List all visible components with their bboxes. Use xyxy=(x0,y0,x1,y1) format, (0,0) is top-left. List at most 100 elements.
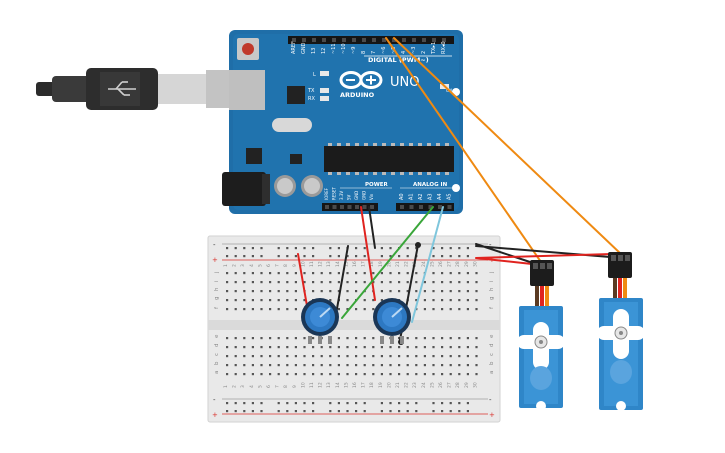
column-label: 4 xyxy=(249,264,255,267)
column-label: 13 xyxy=(326,382,332,388)
digital-pin-label: 4 xyxy=(401,51,407,54)
digital-header[interactable] xyxy=(288,36,454,44)
column-label: 20 xyxy=(386,261,392,267)
power-pin-label: 5V xyxy=(347,194,352,200)
column-label: 22 xyxy=(404,382,410,388)
analog-header[interactable] xyxy=(396,203,454,211)
column-label: 6 xyxy=(266,264,272,267)
column-label: 8 xyxy=(283,385,289,388)
column-label: 21 xyxy=(395,382,401,388)
column-label: 17 xyxy=(361,261,367,267)
digital-pin-label: ~3 xyxy=(411,47,417,54)
dc-jack xyxy=(222,172,270,206)
svg-text:+: + xyxy=(489,411,495,419)
digital-pin-label: 2 xyxy=(421,51,427,54)
row-label: b xyxy=(214,361,220,365)
column-label: 18 xyxy=(369,382,375,388)
row-label: g xyxy=(214,297,220,301)
column-label: 15 xyxy=(343,382,349,388)
row-label: c xyxy=(214,353,220,356)
column-label: 16 xyxy=(352,261,358,267)
wire-red-servo-vcc[interactable] xyxy=(475,253,613,265)
model-name: UNO xyxy=(390,75,419,90)
wire-black-pot1[interactable] xyxy=(334,245,349,321)
row-label: g xyxy=(489,297,495,301)
arduino-logo-icon xyxy=(339,71,383,89)
analog-pin-label: A5 xyxy=(447,193,453,200)
column-label: 27 xyxy=(447,261,453,267)
wire-red-5v[interactable] xyxy=(360,206,376,301)
analog-label: ANALOG IN xyxy=(413,182,448,188)
analog-pin-label: A0 xyxy=(399,193,405,200)
wire-orange-servo2[interactable] xyxy=(393,37,623,256)
row-label: d xyxy=(489,344,495,348)
column-label: 9 xyxy=(292,264,298,267)
digital-pin-label: 8 xyxy=(361,51,367,54)
column-label: 21 xyxy=(395,261,401,267)
power-pin-label: 3.3V xyxy=(339,191,344,200)
column-label: 15 xyxy=(343,261,349,267)
digital-pin-label: ~9 xyxy=(351,47,357,54)
power-pin-label: IOREF xyxy=(324,187,329,200)
analog-pin-label: A2 xyxy=(418,193,424,200)
digital-pin-label: ~10 xyxy=(341,43,347,54)
column-label: 2 xyxy=(232,385,238,388)
row-label: f xyxy=(214,306,220,309)
column-label: 10 xyxy=(300,382,306,388)
column-label: 13 xyxy=(326,261,332,267)
servo-1[interactable] xyxy=(517,260,565,411)
column-label: 7 xyxy=(275,385,281,388)
svg-text:L: L xyxy=(313,72,316,78)
digital-pin-label: 7 xyxy=(371,51,377,54)
column-label: 4 xyxy=(249,385,255,388)
column-label: 30 xyxy=(472,382,478,388)
row-label: h xyxy=(489,287,495,291)
column-label: 11 xyxy=(309,261,315,267)
brand-name: ARDUINO xyxy=(340,91,375,99)
usb-cable[interactable] xyxy=(36,68,236,110)
row-label: h xyxy=(214,287,220,291)
column-label: 29 xyxy=(464,382,470,388)
column-label: 16 xyxy=(352,382,358,388)
digital-pin-label: AREF xyxy=(291,41,297,54)
wire-black-gnd[interactable] xyxy=(368,206,376,249)
column-label: 28 xyxy=(455,261,461,267)
column-label: 7 xyxy=(275,264,281,267)
column-label: 1 xyxy=(223,264,229,267)
column-label: 14 xyxy=(335,261,341,267)
servo-2[interactable] xyxy=(597,252,645,411)
column-label: 24 xyxy=(421,261,427,267)
column-label: 28 xyxy=(455,382,461,388)
wire-orange-servo1[interactable] xyxy=(385,37,542,263)
column-label: 27 xyxy=(447,382,453,388)
reset-button[interactable] xyxy=(237,38,259,60)
row-label: e xyxy=(489,334,495,338)
column-label: 8 xyxy=(283,264,289,267)
digital-pin-label: 12 xyxy=(321,48,327,54)
svg-text:-: - xyxy=(213,396,216,404)
digital-pin-label: ~6 xyxy=(381,47,387,54)
usb-socket xyxy=(229,70,265,110)
column-label: 17 xyxy=(361,382,367,388)
breadboard[interactable]: - + - + - + - + 112233445566778899101011… xyxy=(207,235,501,423)
analog-pin-label: A4 xyxy=(437,193,443,200)
potentiometer-1[interactable] xyxy=(301,298,339,344)
svg-text:+: + xyxy=(212,411,218,419)
row-label: f xyxy=(489,306,495,309)
row-label: a xyxy=(214,371,220,374)
column-label: 5 xyxy=(257,385,263,388)
svg-text:-: - xyxy=(489,396,492,404)
wire-green-a3[interactable] xyxy=(341,206,434,319)
column-label: 25 xyxy=(429,261,435,267)
column-label: 1 xyxy=(223,385,229,388)
column-label: 26 xyxy=(438,382,444,388)
wire-cyan-a4[interactable] xyxy=(411,206,444,323)
column-label: 2 xyxy=(232,264,238,267)
wire-red-pot1[interactable] xyxy=(297,253,308,307)
wires xyxy=(297,37,623,345)
column-label: 19 xyxy=(378,261,384,267)
digital-pin-label: TX▸1 xyxy=(431,42,437,55)
potentiometer-2[interactable] xyxy=(373,298,411,344)
